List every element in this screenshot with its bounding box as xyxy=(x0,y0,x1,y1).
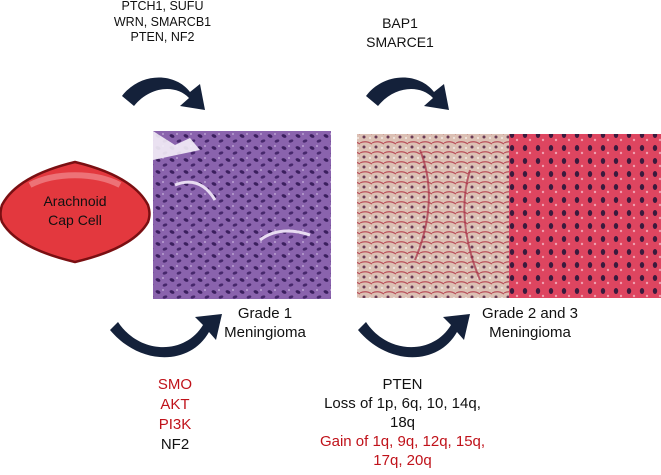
bottom-right-gene-list: PTEN Loss of 1p, 6q, 10, 14q, 18q Gain o… xyxy=(290,377,515,472)
grade23-label: Grade 2 and 3 Meningioma xyxy=(455,306,605,344)
gene-line: SMARCE1 xyxy=(366,34,434,50)
gene-line: SMO xyxy=(157,376,193,393)
gene-line: Gain of 1q, 9q, 12q, 15q, xyxy=(319,433,486,450)
grade23-histology-image xyxy=(357,134,661,298)
arachnoid-cap-cell-label: Arachnoid Cap Cell xyxy=(10,194,140,232)
arrow-top-right xyxy=(366,77,449,110)
gene-line: AKT xyxy=(160,396,190,413)
gene-line: 18q xyxy=(389,414,416,431)
grade1-label: Grade 1 Meningioma xyxy=(205,306,325,344)
gene-line: PI3K xyxy=(158,416,192,433)
gene-line: PTEN xyxy=(382,376,423,393)
gene-line: Loss of 1p, 6q, 10, 14q, xyxy=(324,395,481,412)
gene-line: BAP1 xyxy=(382,15,418,31)
top-right-gene-list: BAP1 SMARCE1 xyxy=(365,16,435,54)
gene-line: PTCH1, SUFU xyxy=(121,0,204,13)
arrow-bottom-left xyxy=(110,314,222,358)
gene-line: 17q, 20q xyxy=(373,452,432,469)
label-line: Grade 2 and 3 xyxy=(482,305,578,322)
gene-line: NF2 xyxy=(160,436,190,453)
label-line: Cap Cell xyxy=(48,212,102,228)
label-line: Meningioma xyxy=(489,324,571,341)
label-line: Grade 1 xyxy=(237,305,293,322)
label-line: Arachnoid xyxy=(43,193,107,209)
arrow-bottom-right xyxy=(358,314,470,358)
gene-line: PTEN, NF2 xyxy=(130,30,195,44)
top-left-gene-list: PTCH1, SUFU WRN, SMARCB1 PTEN, NF2 xyxy=(105,0,220,47)
arrow-top-left xyxy=(122,77,205,110)
grade1-histology-image xyxy=(153,131,331,299)
bottom-left-gene-list: SMO AKT PI3K NF2 xyxy=(140,377,210,457)
arachnoid-cap-cell xyxy=(0,160,151,264)
label-line: Meningioma xyxy=(224,324,306,341)
gene-line: WRN, SMARCB1 xyxy=(113,14,212,29)
